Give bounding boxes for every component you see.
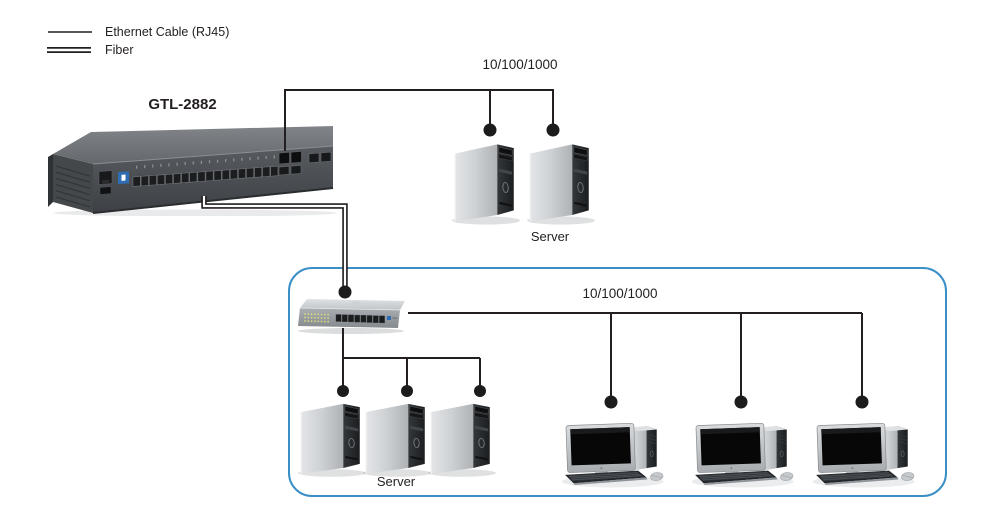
uplink-server-tower-2 [527,138,597,226]
core-switch-image [45,124,337,216]
legend-fiber-label: Fiber [105,43,134,57]
uplink-speed-label: 10/100/1000 [482,57,558,72]
lan-server-tower-2 [363,398,433,478]
uplink-server-label: Server [530,229,570,244]
legend-ethernet-label: Ethernet Cable (RJ45) [105,25,230,39]
lan-server-tower-3 [428,398,498,478]
workstation-3 [811,416,923,490]
lan-switch-image [294,296,412,336]
lan-group-box [288,267,947,497]
connection-dot [483,123,497,137]
workstation-1 [560,416,672,490]
connection-dot [546,123,560,137]
core-switch-model-label: GTL-2882 [148,96,217,113]
lan-speed-label: 10/100/1000 [582,286,658,301]
lan-server-label: Server [376,474,416,489]
uplink-server-tower-1 [452,138,522,226]
workstation-2 [690,416,802,490]
lan-server-tower-1 [298,398,368,478]
